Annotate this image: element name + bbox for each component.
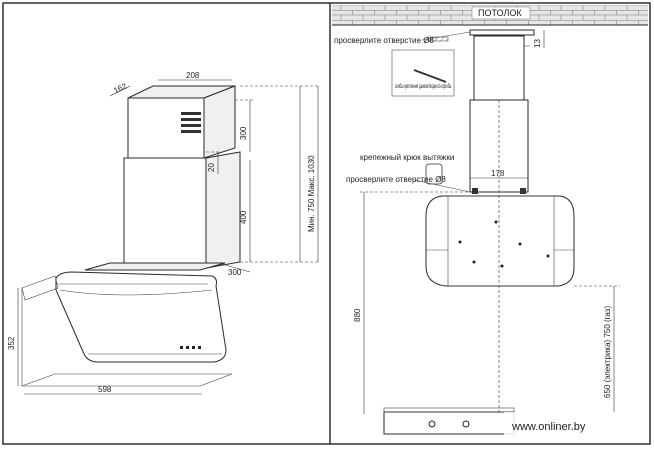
drill-hole-bottom-label: просверлите отверстие Ø8 (346, 175, 446, 184)
dim-hob-clearance-label: 650 (электрика) 750 (газ) (603, 306, 612, 398)
mount-holes (458, 220, 550, 268)
vent-slots (181, 112, 201, 133)
watermark-text: www.onliner.by (511, 421, 586, 433)
hood-body (55, 271, 227, 363)
upper-chimney-right (473, 35, 525, 101)
hob (383, 411, 515, 435)
upper-chimney (127, 97, 205, 159)
dim-upper-chimney-label: 300 (239, 126, 248, 140)
dim-hook-spacing-label: 178 (491, 169, 505, 178)
drill-hole-top-label: просверлите отверстие Ø8 (334, 36, 434, 45)
outer-frame (2, 2, 651, 445)
ceiling-label: ПОТОЛОК (478, 8, 522, 18)
dim-total-height-label: Мин. 750 Макс. 1030 (307, 155, 316, 232)
left-dimensions: 162 208 300 20 400 300 Мин. 750 Макс. 10… (7, 71, 320, 395)
hood-body-right (425, 195, 575, 287)
hook-label: крепежный крюк вытяжки (360, 153, 454, 162)
hob-burner-icon (428, 420, 436, 428)
bracket-note-label: скоба крепления дымоотводного короба (395, 84, 451, 90)
hob-burner-icon (462, 420, 470, 428)
dim-overlap-label: 20 (207, 163, 216, 172)
dim-width-top-label: 208 (186, 71, 200, 80)
left-view: 162 208 300 20 400 300 Мин. 750 Макс. 10… (7, 71, 320, 395)
dim-bracket-offset-label: 13 (533, 39, 542, 48)
control-buttons (180, 346, 201, 349)
upper-chimney-side (203, 85, 236, 159)
bracket-detail-icon (413, 69, 447, 83)
dim-lower-chimney-label: 400 (239, 210, 248, 224)
lower-chimney (123, 157, 207, 269)
dim-ceiling-to-hood-label: 880 (353, 308, 362, 322)
dim-depth-label: 162 (112, 81, 128, 95)
dim-body-height-label: 352 (7, 336, 16, 350)
base-plate (84, 262, 226, 271)
right-view: ПОТОЛОК просверлите отверстие Ø8 150 13 … (332, 5, 648, 436)
dim-body-width-label: 598 (98, 385, 112, 394)
top-bracket (469, 29, 535, 36)
dim-base-depth-label: 300 (228, 268, 242, 277)
